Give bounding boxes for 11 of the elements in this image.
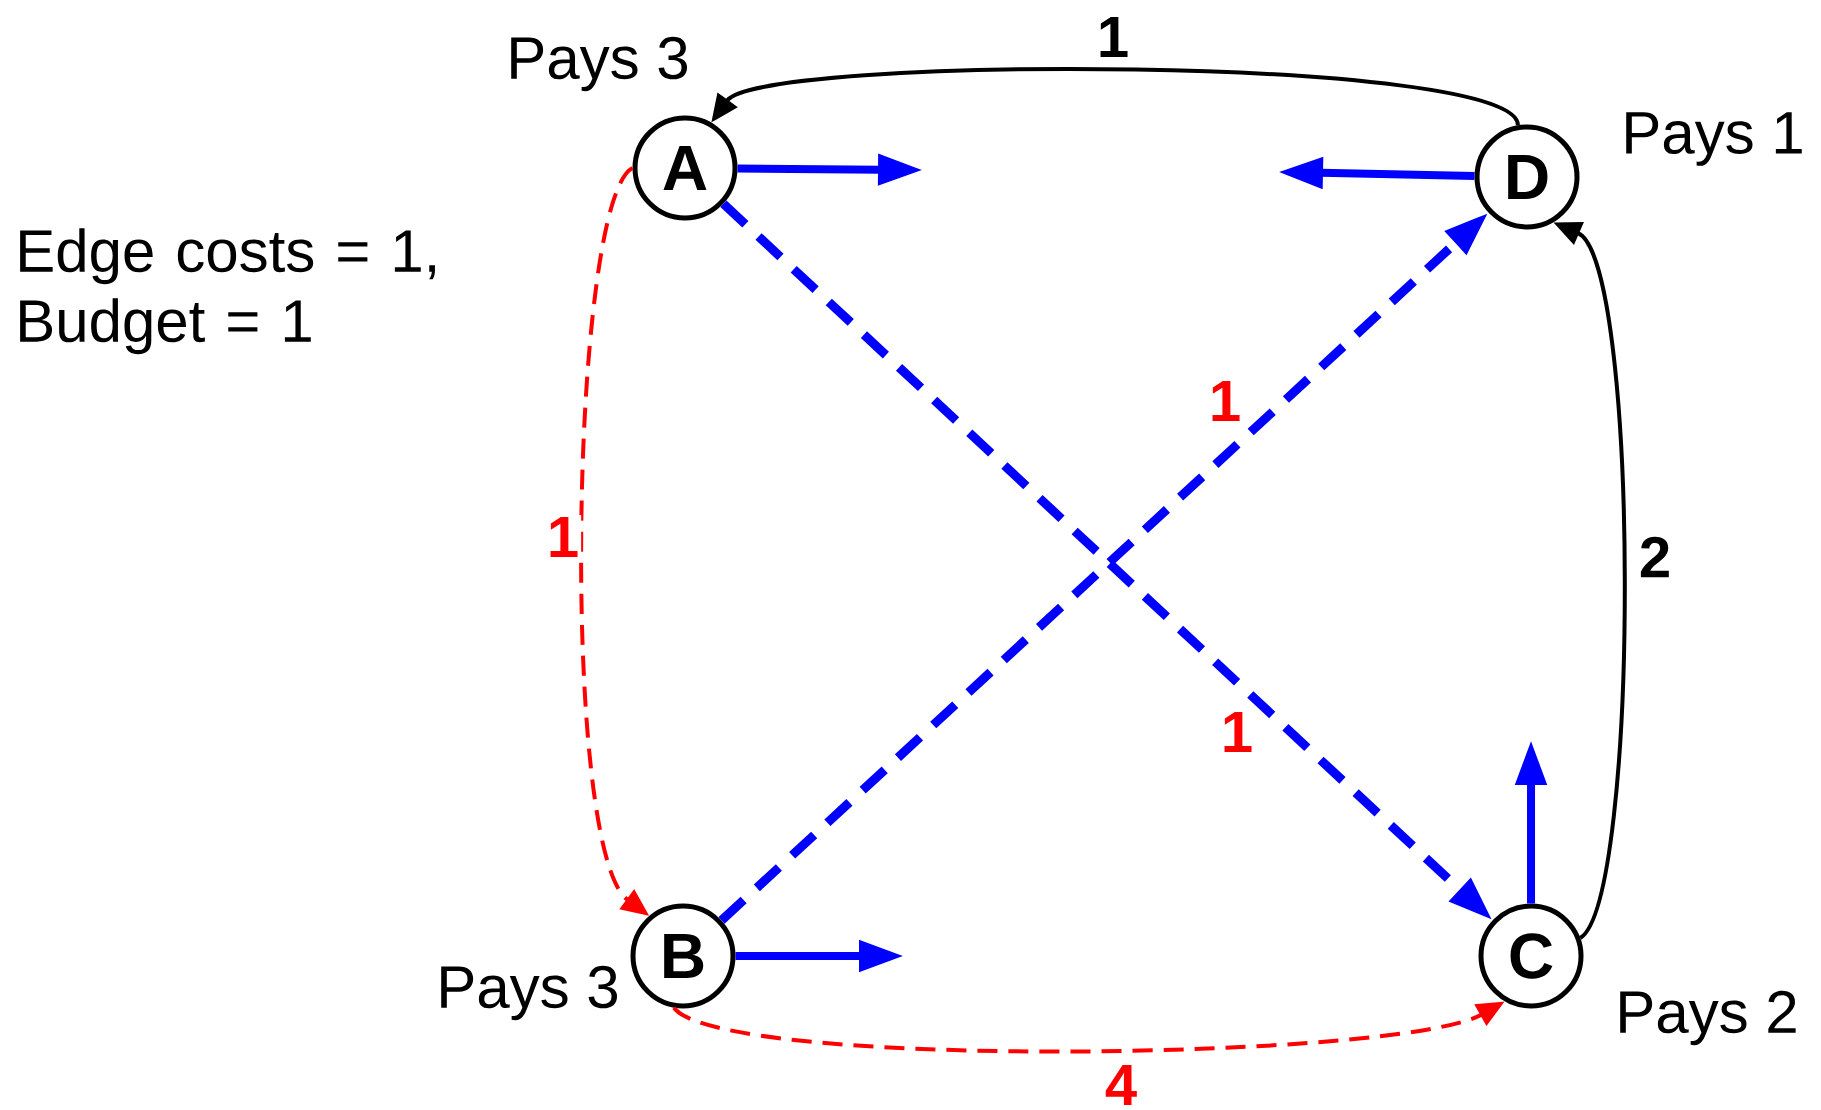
edge-label: 4 [1105, 1065, 1137, 1105]
edge-label: 2 [1640, 536, 1669, 578]
node-caption: Pays 1 [1626, 112, 1802, 166]
edge-label: 1 [1224, 712, 1252, 752]
node-caption: Pays 3 [511, 36, 688, 92]
note-text: Edge costs = 1, Budget = 1 [20, 228, 435, 355]
edge-label: 1 [1100, 17, 1128, 57]
node-caption: Pays 3 [441, 965, 618, 1021]
node-caption: Pays 2 [1620, 990, 1796, 1046]
edge-label: 1 [550, 517, 578, 557]
edge-label: 1 [1212, 381, 1240, 421]
